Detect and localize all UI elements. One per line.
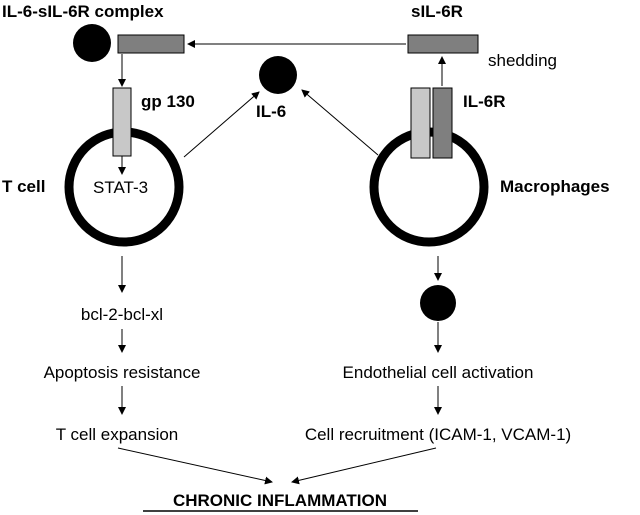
il6-label: IL-6 bbox=[256, 102, 286, 121]
sil6r-bar-complex bbox=[117, 34, 185, 54]
sil6r-label: sIL-6R bbox=[411, 2, 463, 21]
macrophages-label: Macrophages bbox=[500, 177, 610, 196]
il6-ligand-complex bbox=[73, 24, 111, 62]
arrow-recruitment-to-outcome bbox=[291, 447, 437, 485]
secreted-ligand bbox=[420, 285, 456, 321]
stat3-label: STAT-3 bbox=[93, 178, 148, 197]
chronic-inflammation-label: CHRONIC INFLAMMATION bbox=[173, 491, 387, 510]
sil6r-bar-free bbox=[407, 34, 479, 54]
apoptosis-resistance-label: Apoptosis resistance bbox=[44, 363, 201, 382]
shedding-label: shedding bbox=[488, 51, 557, 70]
arrow-tcell-to-il6 bbox=[183, 91, 260, 158]
bcl2-label: bcl-2-bcl-xl bbox=[81, 305, 163, 324]
il6r-label: IL-6R bbox=[463, 92, 506, 111]
il6r-light-chain bbox=[410, 87, 431, 159]
gp130-label: gp 130 bbox=[141, 92, 195, 111]
t-cell-label: T cell bbox=[2, 177, 45, 196]
arrow-expansion-to-outcome bbox=[117, 447, 273, 485]
complex-label: IL-6-sIL-6R complex bbox=[2, 2, 164, 21]
il6-ligand bbox=[259, 56, 297, 94]
il6r-dark-chain bbox=[432, 87, 453, 159]
gp130-receptor bbox=[112, 87, 132, 157]
endothelial-activation-label: Endothelial cell activation bbox=[343, 363, 534, 382]
t-cell-expansion-label: T cell expansion bbox=[56, 425, 179, 444]
cell-recruitment-label: Cell recruitment (ICAM-1, VCAM-1) bbox=[305, 425, 571, 444]
arrow-macrophage-to-il6 bbox=[301, 89, 379, 156]
